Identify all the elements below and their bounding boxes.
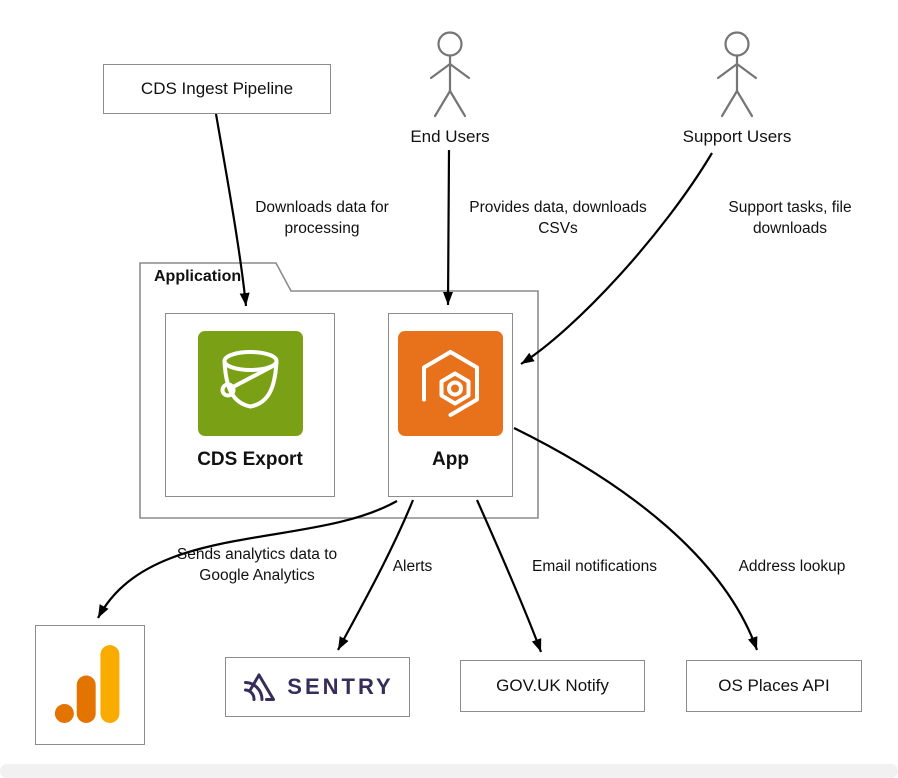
node-sentry: SENTRY: [225, 657, 410, 717]
app-label: App: [432, 449, 469, 470]
ecs-container-icon: [398, 331, 503, 436]
node-cds-ingest-pipeline: CDS Ingest Pipeline: [103, 64, 331, 114]
os-places-api-label: OS Places API: [718, 676, 830, 695]
edge-label-sends-analytics: Sends analytics data to Google Analytics: [176, 546, 338, 585]
node-cds-export: CDS Export: [165, 313, 335, 497]
person-icon-end-users: [429, 31, 471, 118]
edge-label-provides-data: Provides data, downloads CSVs: [469, 199, 647, 238]
sentry-logo-icon: [244, 673, 276, 701]
edge-label-address-lookup: Address lookup: [738, 558, 846, 575]
edge-label-downloads-data: Downloads data for processing: [255, 199, 389, 238]
cds-ingest-pipeline-label: CDS Ingest Pipeline: [140, 79, 294, 98]
arrow-support-users-to-app: [520, 152, 713, 365]
sentry-wordmark: SENTRY: [287, 674, 394, 699]
bottom-scrollbar-track: [0, 764, 898, 778]
node-google-analytics: [35, 625, 145, 745]
edge-label-email-notifications: Email notifications: [532, 558, 657, 575]
s3-bucket-icon: [197, 331, 303, 436]
node-govuk-notify: GOV.UK Notify: [460, 660, 645, 712]
support-users-label: Support Users: [682, 127, 792, 146]
edge-label-alerts: Alerts: [392, 558, 433, 575]
person-icon-support-users: [716, 31, 758, 118]
edge-label-support-tasks: Support tasks, file downloads: [728, 199, 852, 238]
node-os-places-api: OS Places API: [686, 660, 862, 712]
cds-export-label: CDS Export: [197, 449, 303, 470]
google-analytics-icon: [54, 645, 120, 723]
arrow-app-to-os-places: [513, 427, 759, 651]
application-boundary-label: Application: [154, 268, 242, 285]
end-users-label: End Users: [410, 127, 490, 146]
govuk-notify-label: GOV.UK Notify: [496, 676, 609, 695]
node-app: App: [388, 313, 513, 497]
